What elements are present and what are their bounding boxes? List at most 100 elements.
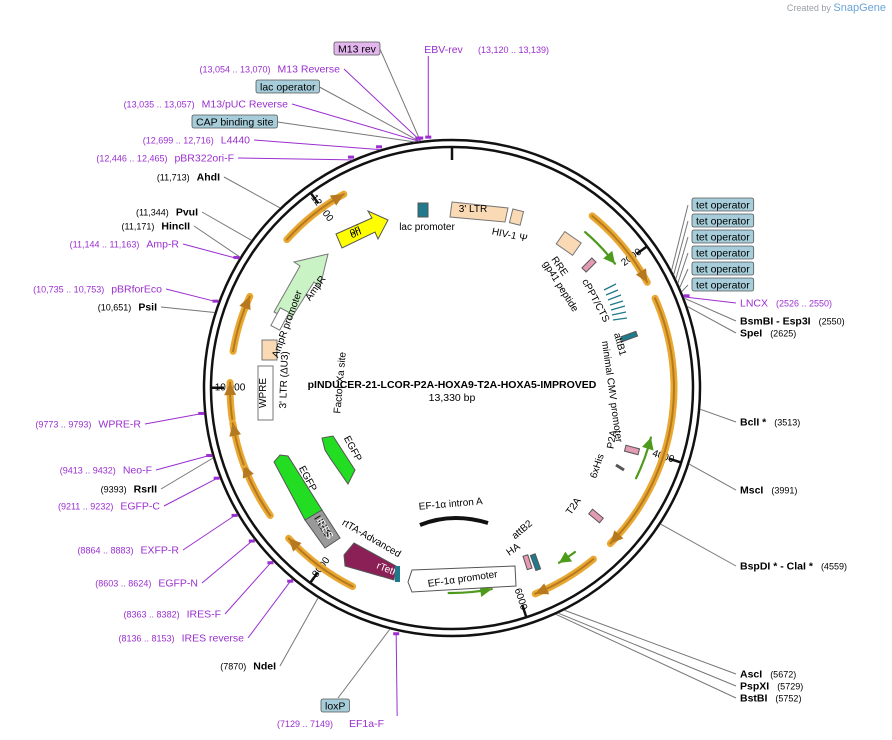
site-label[interactable]: BspDI * - ClaI * xyxy=(740,561,814,573)
leader-line xyxy=(277,121,415,143)
primer-label[interactable]: M13/pUC Reverse xyxy=(202,99,289,111)
leader-line xyxy=(160,306,215,314)
backbone-outer xyxy=(202,138,702,638)
ori-label: ori xyxy=(349,226,364,241)
primer-label[interactable]: LNCX xyxy=(740,298,768,310)
ltr-3-feature[interactable] xyxy=(449,201,509,223)
feature-box[interactable] xyxy=(691,277,755,292)
inner-label: lac promoter xyxy=(399,222,455,233)
leader-line xyxy=(673,220,689,275)
feature-box[interactable] xyxy=(691,197,755,212)
feature-box-label: M13 rev xyxy=(338,44,377,56)
orf-line-3-head xyxy=(288,538,302,552)
lac-promoter-feature[interactable] xyxy=(417,202,429,218)
site-label[interactable]: PspXI xyxy=(740,681,769,693)
leader-line xyxy=(379,48,421,142)
primer-label[interactable]: EGFP-N xyxy=(158,578,198,590)
ltr-du3-feature[interactable] xyxy=(261,339,278,361)
feature-box[interactable] xyxy=(191,114,278,129)
tick-8000 xyxy=(309,571,319,584)
primer-label[interactable]: Neo-F xyxy=(123,465,152,477)
tick-4000 xyxy=(668,457,682,464)
primer-label[interactable]: pBR322ori-F xyxy=(174,153,234,165)
coords-label: (8136 .. 8153) xyxy=(119,634,175,644)
inner-label: ori xyxy=(348,223,363,238)
ampr-feature[interactable] xyxy=(273,253,329,321)
his-tag-feature[interactable] xyxy=(615,463,625,472)
coords-label: (10,735 .. 10,753) xyxy=(33,285,104,295)
site-label[interactable]: PsiI xyxy=(138,302,157,314)
primer-label[interactable]: EF1a-F xyxy=(349,718,384,730)
leader-line xyxy=(319,86,420,142)
coords-label: (9413 .. 9432) xyxy=(60,466,116,476)
site-label[interactable]: BstBI xyxy=(740,693,768,705)
leader-line xyxy=(395,633,398,717)
site-label[interactable]: NdeI xyxy=(253,661,276,673)
primer-label[interactable]: EXFP-R xyxy=(140,545,179,557)
hiv-psi-feature[interactable] xyxy=(508,208,525,226)
primer-label[interactable]: pBRforEco xyxy=(111,284,162,296)
primer-label[interactable]: IRES reverse xyxy=(182,633,245,645)
feature-box-label: tet operator xyxy=(696,280,750,292)
site-label[interactable]: HincII xyxy=(161,221,190,233)
feature-box[interactable] xyxy=(320,698,350,713)
feature-box[interactable] xyxy=(691,229,755,244)
feature-box[interactable] xyxy=(333,41,381,56)
gp41-feature[interactable] xyxy=(581,257,597,273)
ampr-promoter-feature[interactable] xyxy=(270,307,290,331)
primer-label[interactable]: WPRE-R xyxy=(98,419,141,431)
leader-line xyxy=(558,612,737,687)
primer-marker xyxy=(267,561,274,565)
p2a-feature[interactable] xyxy=(623,444,641,456)
site-label[interactable]: PvuI xyxy=(176,207,198,219)
ires-feature[interactable] xyxy=(304,509,341,549)
orf-line-1[interactable] xyxy=(609,297,675,545)
primer-label[interactable]: L4440 xyxy=(221,135,250,147)
inner-label: Factor Xa site xyxy=(332,351,348,414)
coords-label: (7870) xyxy=(220,662,246,672)
egfp-large-feature[interactable] xyxy=(273,454,323,521)
primer-label[interactable]: M13 Reverse xyxy=(278,64,341,76)
primer-label[interactable]: IRES-F xyxy=(187,609,221,621)
primer-marker xyxy=(233,255,240,259)
primer-label[interactable]: EGFP-C xyxy=(120,501,160,513)
inner-label: WPRE xyxy=(258,378,269,408)
orf-line-5-head xyxy=(229,423,242,437)
feature-box[interactable] xyxy=(691,261,755,276)
site-label[interactable]: BsmBI - Esp3I xyxy=(740,316,811,328)
egfp-small-feature[interactable] xyxy=(321,435,356,485)
leader-line xyxy=(687,306,737,334)
inner-label: P2A xyxy=(605,429,619,450)
site-label[interactable]: RsrII xyxy=(134,484,157,496)
ori-feature[interactable] xyxy=(335,209,389,249)
site-label[interactable]: MscI xyxy=(740,485,763,497)
site-label[interactable]: AscI xyxy=(740,669,762,681)
primer-label[interactable]: Amp-R xyxy=(146,239,179,251)
primer-marker xyxy=(198,411,205,415)
rre-feature[interactable] xyxy=(555,230,582,256)
attb1-feature[interactable] xyxy=(620,330,639,343)
t2a-feature[interactable] xyxy=(588,508,604,524)
leader-line xyxy=(182,243,240,260)
ha-tag-feature[interactable] xyxy=(522,554,533,571)
coords-label: (5752) xyxy=(775,694,801,704)
site-label[interactable]: BclI * xyxy=(740,417,767,429)
site-label[interactable]: AhdI xyxy=(197,172,220,184)
primer-marker xyxy=(347,155,354,159)
inner-label: 3' LTR (ΔU3) xyxy=(278,351,291,409)
orf-line-6-head xyxy=(224,382,237,396)
leader-line xyxy=(337,628,391,699)
leader-line xyxy=(160,457,214,490)
leader-line xyxy=(223,176,281,209)
wpre-feature[interactable] xyxy=(257,365,274,421)
ef1a-intron-feature[interactable] xyxy=(419,515,489,527)
feature-box[interactable] xyxy=(255,79,320,94)
inner-label: T2A xyxy=(564,496,584,518)
feature-box[interactable] xyxy=(691,213,755,228)
site-label[interactable]: SpeI xyxy=(740,328,762,340)
coords-label: (13,120 .. 13,139) xyxy=(478,45,549,55)
feature-box[interactable] xyxy=(691,245,755,260)
primer-label[interactable]: EBV-rev xyxy=(424,44,463,56)
ef1a-promoter-feature[interactable] xyxy=(407,565,517,593)
attb2-feature[interactable] xyxy=(529,553,542,572)
